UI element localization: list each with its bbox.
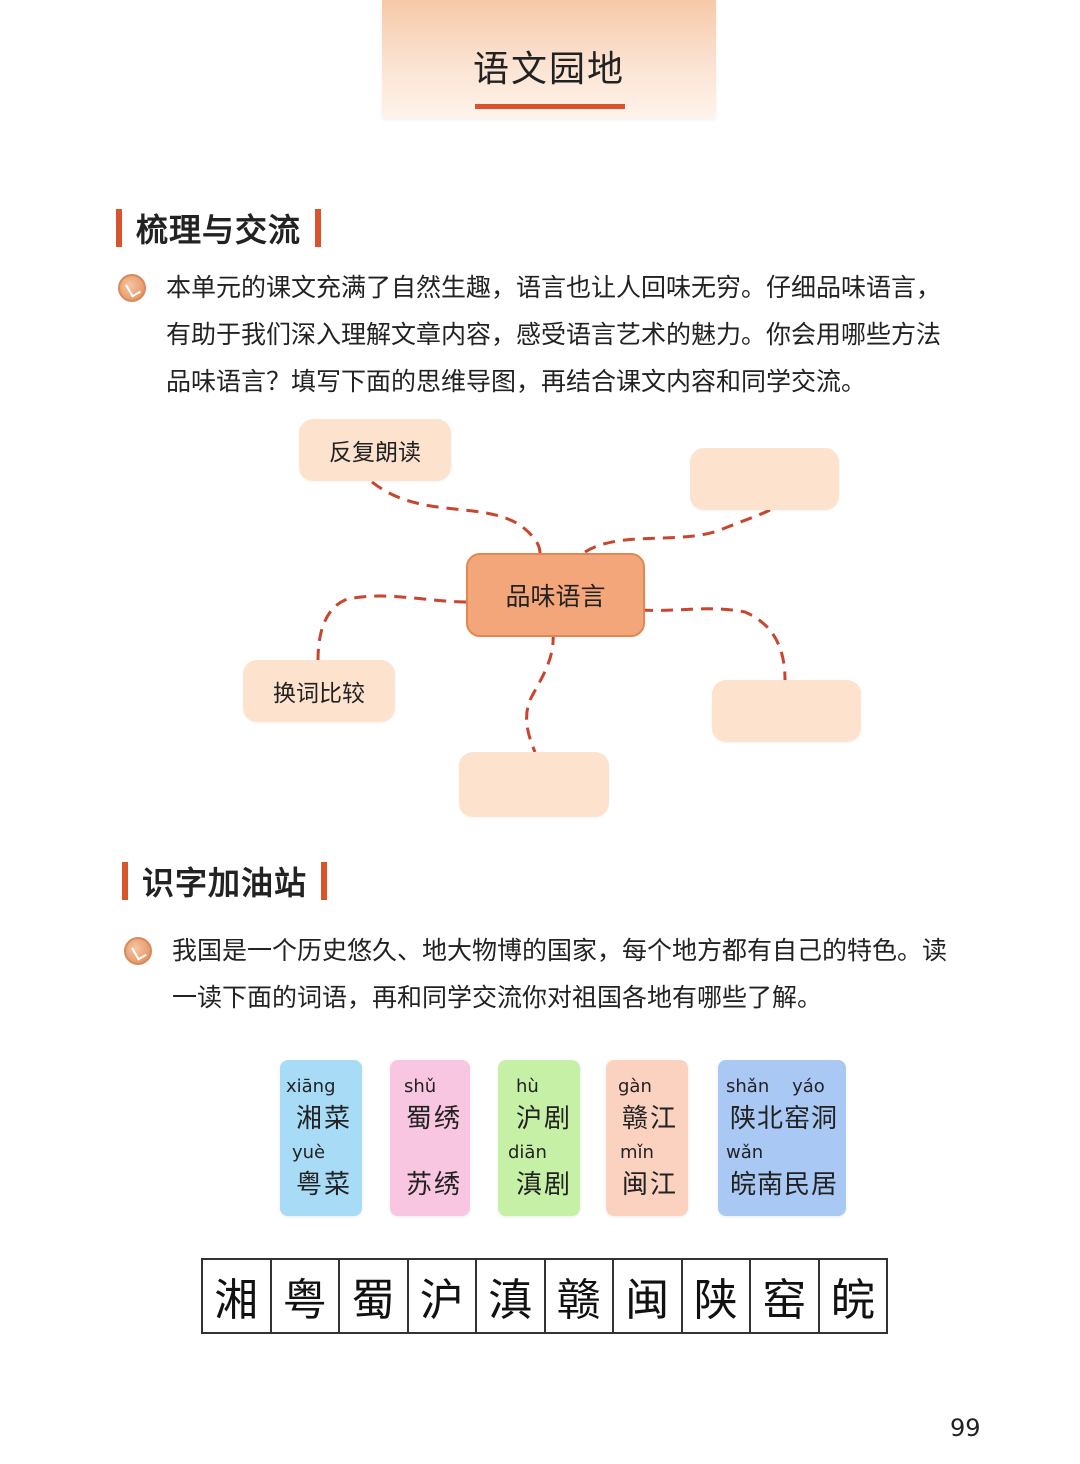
grid-cell: 湘 xyxy=(203,1260,272,1332)
word: 沪剧 xyxy=(516,1104,573,1134)
mindmap-node-blank-bottom[interactable] xyxy=(459,752,609,817)
word: 皖南民居 xyxy=(730,1170,839,1200)
word-card-hunan-guangdong: xiāng 湘菜 yuè 粤菜 xyxy=(280,1060,362,1216)
mindmap-node-repeated-reading: 反复朗读 xyxy=(299,419,451,481)
connector-top-left xyxy=(371,480,542,554)
bullet-icon xyxy=(118,274,146,302)
grid-cell: 赣 xyxy=(546,1260,614,1332)
grid-cell: 窑 xyxy=(751,1260,820,1332)
pinyin: diān xyxy=(508,1142,547,1163)
paragraph-line: 一读下面的词语，再和同学交流你对祖国各地有哪些了解。 xyxy=(172,983,823,1012)
grid-cell: 蜀 xyxy=(340,1260,409,1332)
grid-cell: 陕 xyxy=(683,1260,751,1332)
section2-paragraph: 我国是一个历史悠久、地大物博的国家，每个地方都有自己的特色。读 一读下面的词语，… xyxy=(172,927,1002,1021)
pinyin: hù xyxy=(516,1076,539,1097)
heading-bar-left xyxy=(116,209,122,247)
grid-cell: 闽 xyxy=(614,1260,683,1332)
connector-left xyxy=(316,594,467,661)
connector-top-right xyxy=(584,508,771,554)
pinyin: shǎn yáo xyxy=(726,1076,825,1097)
heading-bar-right xyxy=(315,209,322,247)
word-card-opera: hù 沪剧 diān 滇剧 xyxy=(498,1060,580,1216)
word-card-rivers: gàn 赣江 mǐn 闽江 xyxy=(606,1060,688,1216)
section-heading-sorting: 梳理与交流 xyxy=(116,205,322,251)
mindmap-node-blank-top-right[interactable] xyxy=(690,448,839,510)
grid-cell: 粤 xyxy=(272,1260,340,1332)
word: 苏绣 xyxy=(406,1170,463,1200)
title-banner: 语文园地 xyxy=(382,0,716,118)
title-underline xyxy=(475,104,625,109)
page-title: 语文园地 xyxy=(472,49,625,90)
pinyin: wǎn xyxy=(726,1142,764,1163)
pinyin: xiāng xyxy=(286,1076,336,1097)
paragraph-line: 我国是一个历史悠久、地大物博的国家，每个地方都有自己的特色。读 xyxy=(172,936,948,965)
word: 赣江 xyxy=(622,1104,679,1134)
grid-cell: 沪 xyxy=(409,1260,477,1332)
word: 陕北窑洞 xyxy=(730,1104,839,1134)
connector-bottom xyxy=(525,632,555,753)
grid-cell: 皖 xyxy=(820,1260,888,1332)
bullet-icon xyxy=(124,937,152,965)
pinyin: mǐn xyxy=(620,1142,654,1163)
grid-cell: 滇 xyxy=(477,1260,546,1332)
mindmap-center-node: 品味语言 xyxy=(466,553,645,637)
mindmap-node-word-comparison: 换词比较 xyxy=(243,660,395,722)
section1-paragraph: 本单元的课文充满了自然生趣，语言也让人回味无穷。仔细品味语言， 有助于我们深入理… xyxy=(166,264,996,405)
word-card-embroidery: shǔ 蜀绣 苏绣 xyxy=(390,1060,470,1216)
word-card-dwellings: shǎn yáo 陕北窑洞 wǎn 皖南民居 xyxy=(718,1060,846,1216)
paragraph-line: 有助于我们深入理解文章内容，感受语言艺术的魅力。你会用哪些方法 xyxy=(166,320,942,349)
paragraph-line: 本单元的课文充满了自然生趣，语言也让人回味无穷。仔细品味语言， xyxy=(166,273,942,302)
pinyin: shǔ xyxy=(404,1076,437,1097)
character-grid: 湘 粤 蜀 沪 滇 赣 闽 陕 窑 皖 xyxy=(201,1258,888,1334)
pinyin: yuè xyxy=(292,1142,326,1163)
section-heading-text: 梳理与交流 xyxy=(136,211,302,249)
section-heading-text: 识字加油站 xyxy=(142,864,308,902)
heading-bar-left xyxy=(122,862,128,900)
word: 蜀绣 xyxy=(406,1104,463,1134)
word: 湘菜 xyxy=(296,1104,353,1134)
paragraph-line: 品味语言？填写下面的思维导图，再结合课文内容和同学交流。 xyxy=(166,367,867,396)
page-number: 99 xyxy=(950,1414,981,1442)
word: 粤菜 xyxy=(296,1170,353,1200)
connector-right xyxy=(640,607,787,681)
word: 闽江 xyxy=(622,1170,679,1200)
heading-bar-right xyxy=(321,862,328,900)
pinyin: gàn xyxy=(618,1076,652,1097)
word: 滇剧 xyxy=(516,1170,573,1200)
mindmap-node-blank-right[interactable] xyxy=(712,680,861,742)
section-heading-literacy: 识字加油站 xyxy=(122,858,328,904)
